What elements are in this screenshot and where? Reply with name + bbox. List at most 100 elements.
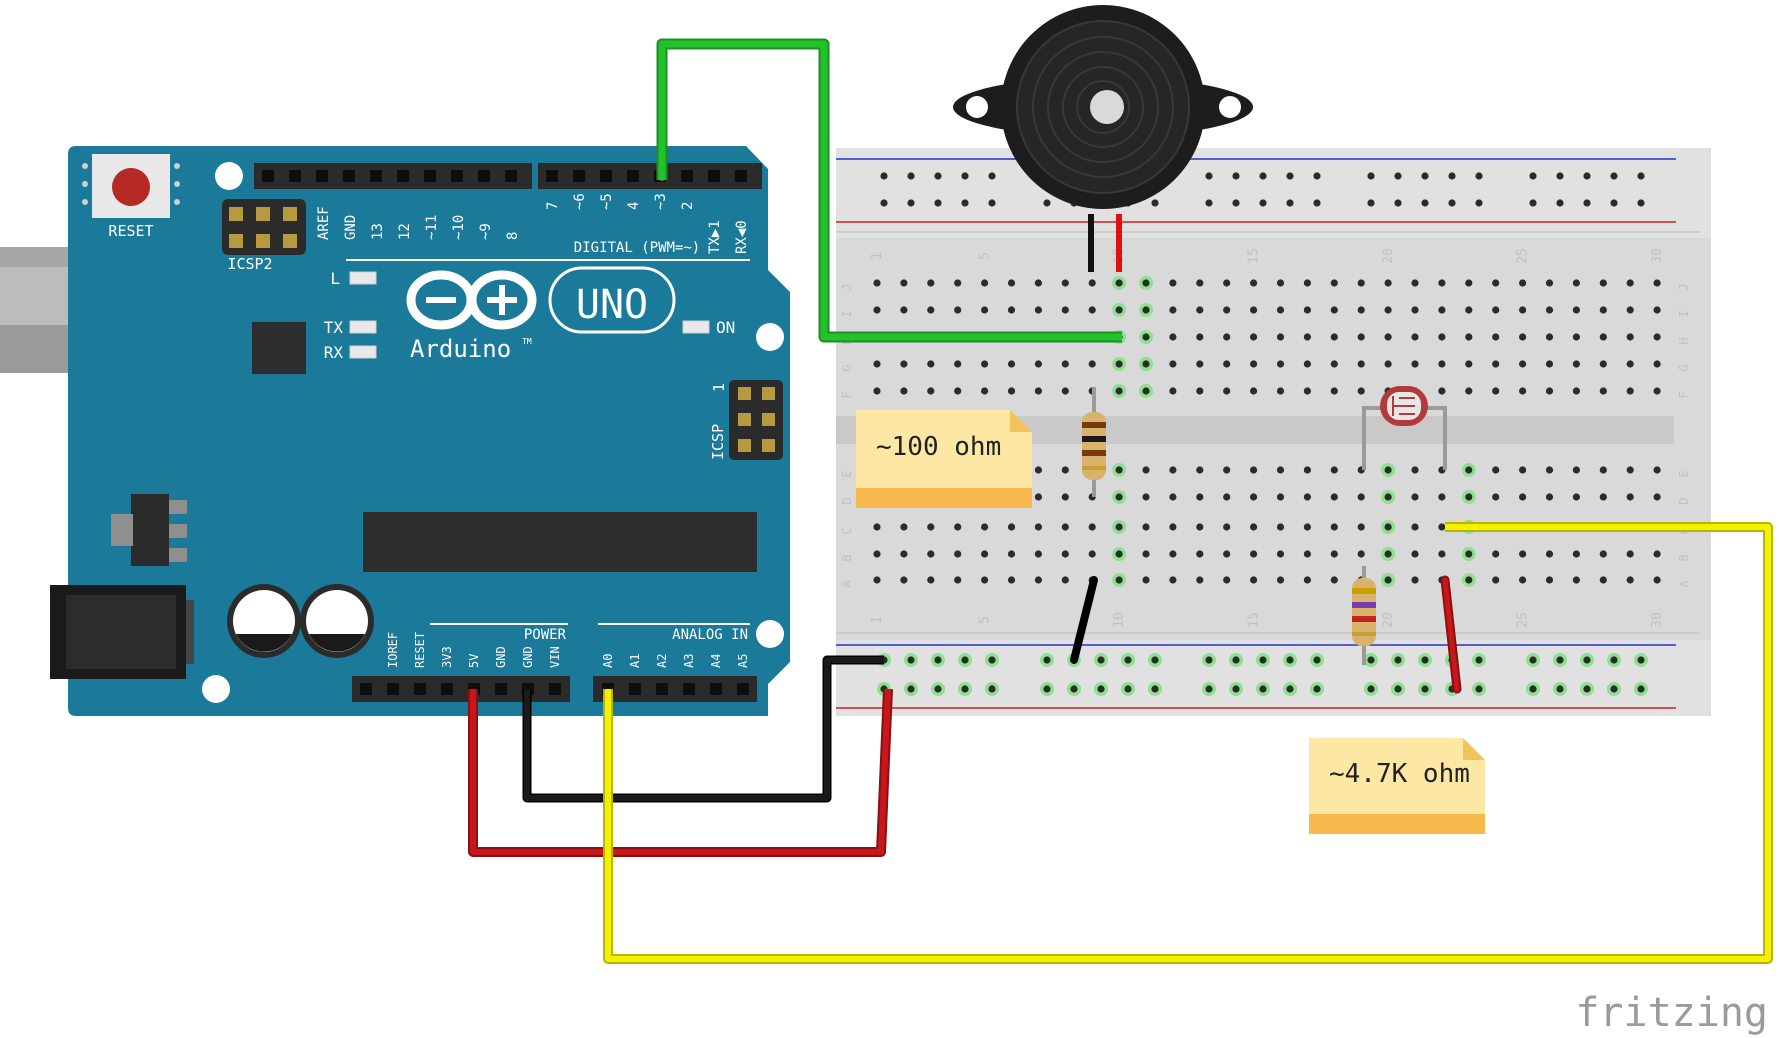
breadboard-hole [1599,550,1607,558]
breadboard-hole [1411,360,1419,368]
analog-pin-label: A1 [628,654,642,668]
row-letter: G [840,364,854,371]
breadboard-hole [1572,279,1580,287]
breadboard-hole [1330,360,1338,368]
breadboard-hole [1276,576,1285,584]
header-pin [710,683,722,695]
bottom-power-rail [836,640,1711,716]
breadboard-hole [1061,523,1069,531]
rail-hole [1421,656,1429,664]
column-number: 5 [978,616,993,624]
header-pin [737,683,749,695]
breadboard-hole [1276,279,1285,287]
buzzer-lead-red [1116,214,1122,272]
dc-power-jack [50,585,194,679]
breadboard-hole [927,279,935,287]
rail-hole [934,172,942,180]
rail-hole [1043,656,1051,664]
icsp-header [729,380,783,460]
rail-hole [1394,172,1402,180]
led-tx-label: TX [324,318,344,337]
rail-hole [1583,199,1591,207]
column-number: 10 [1112,612,1127,628]
analog-pin-label: A5 [736,654,750,668]
breadboard-hole [1330,550,1338,558]
rail-hole [1529,172,1537,180]
rail-hole [1367,172,1375,180]
rail-hole [961,685,969,693]
breadboard-hole [1519,333,1527,341]
digital-header-right [538,163,762,189]
mounting-hole [202,675,230,703]
row-letter: E [1677,470,1691,477]
breadboard-hole [1007,550,1016,558]
breadboard-hole [1142,576,1150,584]
breadboard-hole [1196,333,1204,341]
reset-button[interactable] [82,154,180,218]
breadboard-hole [1545,493,1554,501]
rail-hole [1475,172,1483,180]
breadboard-hole [900,306,908,314]
rail-hole [1637,685,1645,693]
rail-hole [1124,685,1132,693]
breadboard-hole [1007,387,1016,395]
breadboard-hole [981,279,989,287]
breadboard-hole [1572,360,1580,368]
breadboard-hole [1303,576,1311,584]
breadboard-hole [1519,576,1527,584]
column-number: 1 [870,616,885,624]
power-pin-label: GND [494,646,508,668]
breadboard-hole [900,550,908,558]
row-letter: G [1677,364,1691,371]
rail-hole [988,685,996,693]
breadboard-hole [1626,306,1634,314]
breadboard-hole [1115,576,1123,584]
rail-hole [1097,685,1105,693]
breadboard-hole [1626,576,1634,584]
rail-hole [1205,656,1213,664]
rail-hole [934,685,942,693]
breadboard-hole [1492,279,1500,287]
breadboard-hole [1223,493,1231,501]
breadboard-hole [1223,466,1231,474]
breadboard-hole [1115,466,1123,474]
digital-header-left [254,163,532,189]
breadboard-hole [1465,279,1473,287]
breadboard-hole [1492,576,1500,584]
led-rx [349,345,377,359]
rail-hole [1313,685,1321,693]
breadboard-hole [954,387,962,395]
breadboard-hole [1519,306,1527,314]
breadboard-hole [1276,550,1285,558]
resistor-100-ohm [1082,387,1106,497]
breadboard-hole [1142,523,1150,531]
row-letter: B [1677,554,1691,561]
digital-pin-label: ~3 [653,193,669,210]
header-pin [495,683,507,695]
rail-hole [934,199,942,207]
breadboard-hole [1519,493,1527,501]
rail-hole [1367,685,1375,693]
breadboard-hole [981,523,989,531]
breadboard-hole [873,387,881,395]
breadboard-hole [1438,333,1446,341]
breadboard-hole [927,550,935,558]
breadboard-hole [1223,550,1231,558]
breadboard-hole [1303,523,1311,531]
uno-label: UNO [576,282,648,328]
breadboard-hole [1545,466,1554,474]
header-pin [441,683,453,695]
breadboard-hole [1519,279,1527,287]
rail-hole [1313,656,1321,664]
breadboard-hole [1438,360,1446,368]
breadboard-hole [1223,279,1231,287]
header-pin [681,170,693,182]
breadboard-hole [1384,333,1392,341]
breadboard-hole [1492,360,1500,368]
breadboard-hole [1384,576,1392,584]
breadboard-hole [900,360,908,368]
header-pin [397,170,409,182]
header-pin [360,683,372,695]
breadboard-hole [1357,523,1365,531]
